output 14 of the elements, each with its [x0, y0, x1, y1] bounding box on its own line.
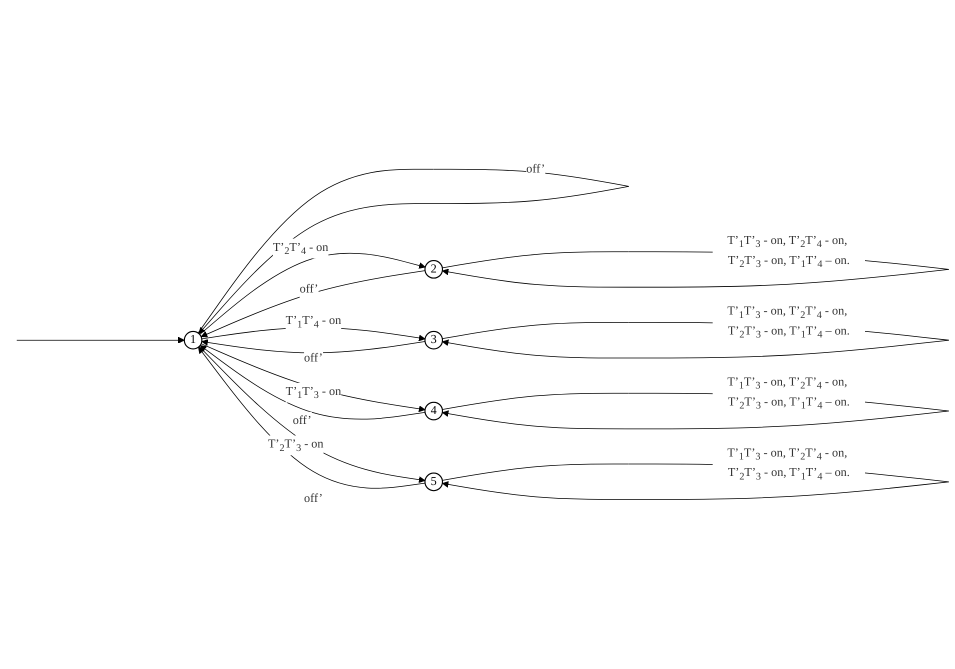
arrow: [198, 186, 630, 334]
node-circle: 5: [424, 472, 444, 492]
node-circle: 1: [184, 331, 202, 350]
node-circle: 4: [424, 402, 444, 421]
arrow: [442, 410, 950, 430]
arrow: [199, 253, 426, 336]
arrow: [442, 481, 950, 500]
arrow: [201, 339, 426, 354]
node-circle: 3: [424, 331, 444, 350]
arrow: [16, 337, 185, 344]
arrow: [442, 268, 950, 288]
arrow: [200, 270, 426, 338]
node-circle: 2: [424, 260, 444, 280]
arrow: [442, 340, 950, 359]
